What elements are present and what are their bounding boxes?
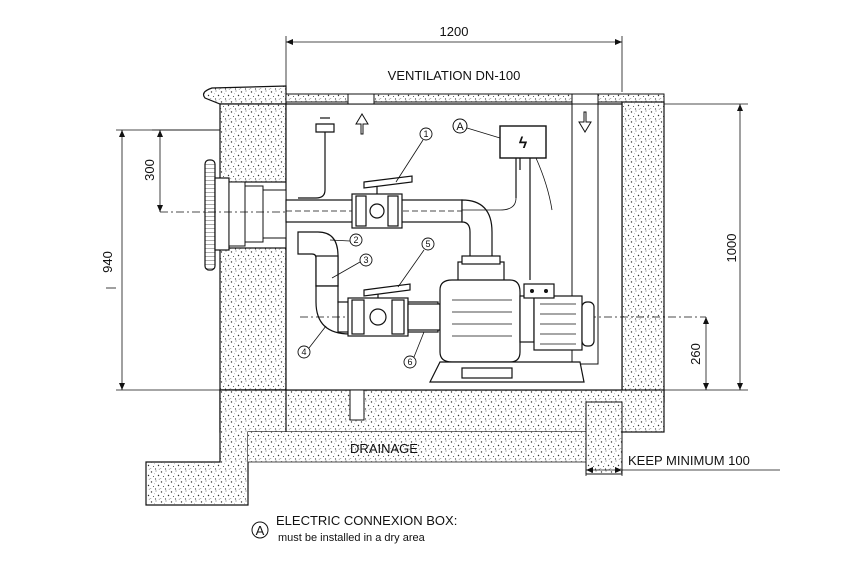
legend-note: must be installed in a dry area bbox=[278, 532, 426, 544]
callout-2: 2 bbox=[353, 235, 358, 245]
callout-3: 3 bbox=[363, 255, 368, 265]
drainage-label: DRAINAGE bbox=[350, 441, 418, 456]
drainage-pipe bbox=[349, 389, 365, 421]
callout-1: 1 bbox=[423, 129, 428, 139]
dimension-width-label: 1200 bbox=[440, 24, 469, 39]
callout-a-symbol: A bbox=[456, 121, 464, 133]
legend-title: ELECTRIC CONNEXION BOX: bbox=[276, 513, 457, 528]
electric-connexion-box: ϟ A bbox=[452, 118, 553, 280]
pump-motor bbox=[429, 255, 595, 383]
callout-6: 6 bbox=[407, 357, 412, 367]
keep-minimum-label: KEEP MINIMUM 100 bbox=[628, 453, 750, 468]
lightning-icon: ϟ bbox=[519, 135, 528, 152]
pipework bbox=[285, 175, 706, 337]
legend-symbol: A bbox=[256, 523, 265, 538]
dimension-lines bbox=[116, 36, 780, 476]
dimension-skimmer-label: 300 bbox=[142, 159, 157, 181]
dimension-axis-label: 260 bbox=[688, 343, 703, 365]
airflow-arrows bbox=[355, 111, 592, 135]
ventilation-label: VENTILATION DN-100 bbox=[388, 68, 521, 83]
callout-5: 5 bbox=[425, 239, 430, 249]
callouts: 1 2 3 4 5 6 bbox=[297, 127, 435, 369]
dimension-height-right-label: 1000 bbox=[724, 234, 739, 263]
dimension-height-left-label: 940 bbox=[100, 251, 115, 273]
callout-4: 4 bbox=[301, 347, 306, 357]
tap-fitting bbox=[298, 117, 335, 199]
wall-nozzle bbox=[160, 159, 300, 271]
concrete-walls bbox=[145, 85, 665, 506]
legend: A ELECTRIC CONNEXION BOX: must be instal… bbox=[251, 513, 457, 544]
